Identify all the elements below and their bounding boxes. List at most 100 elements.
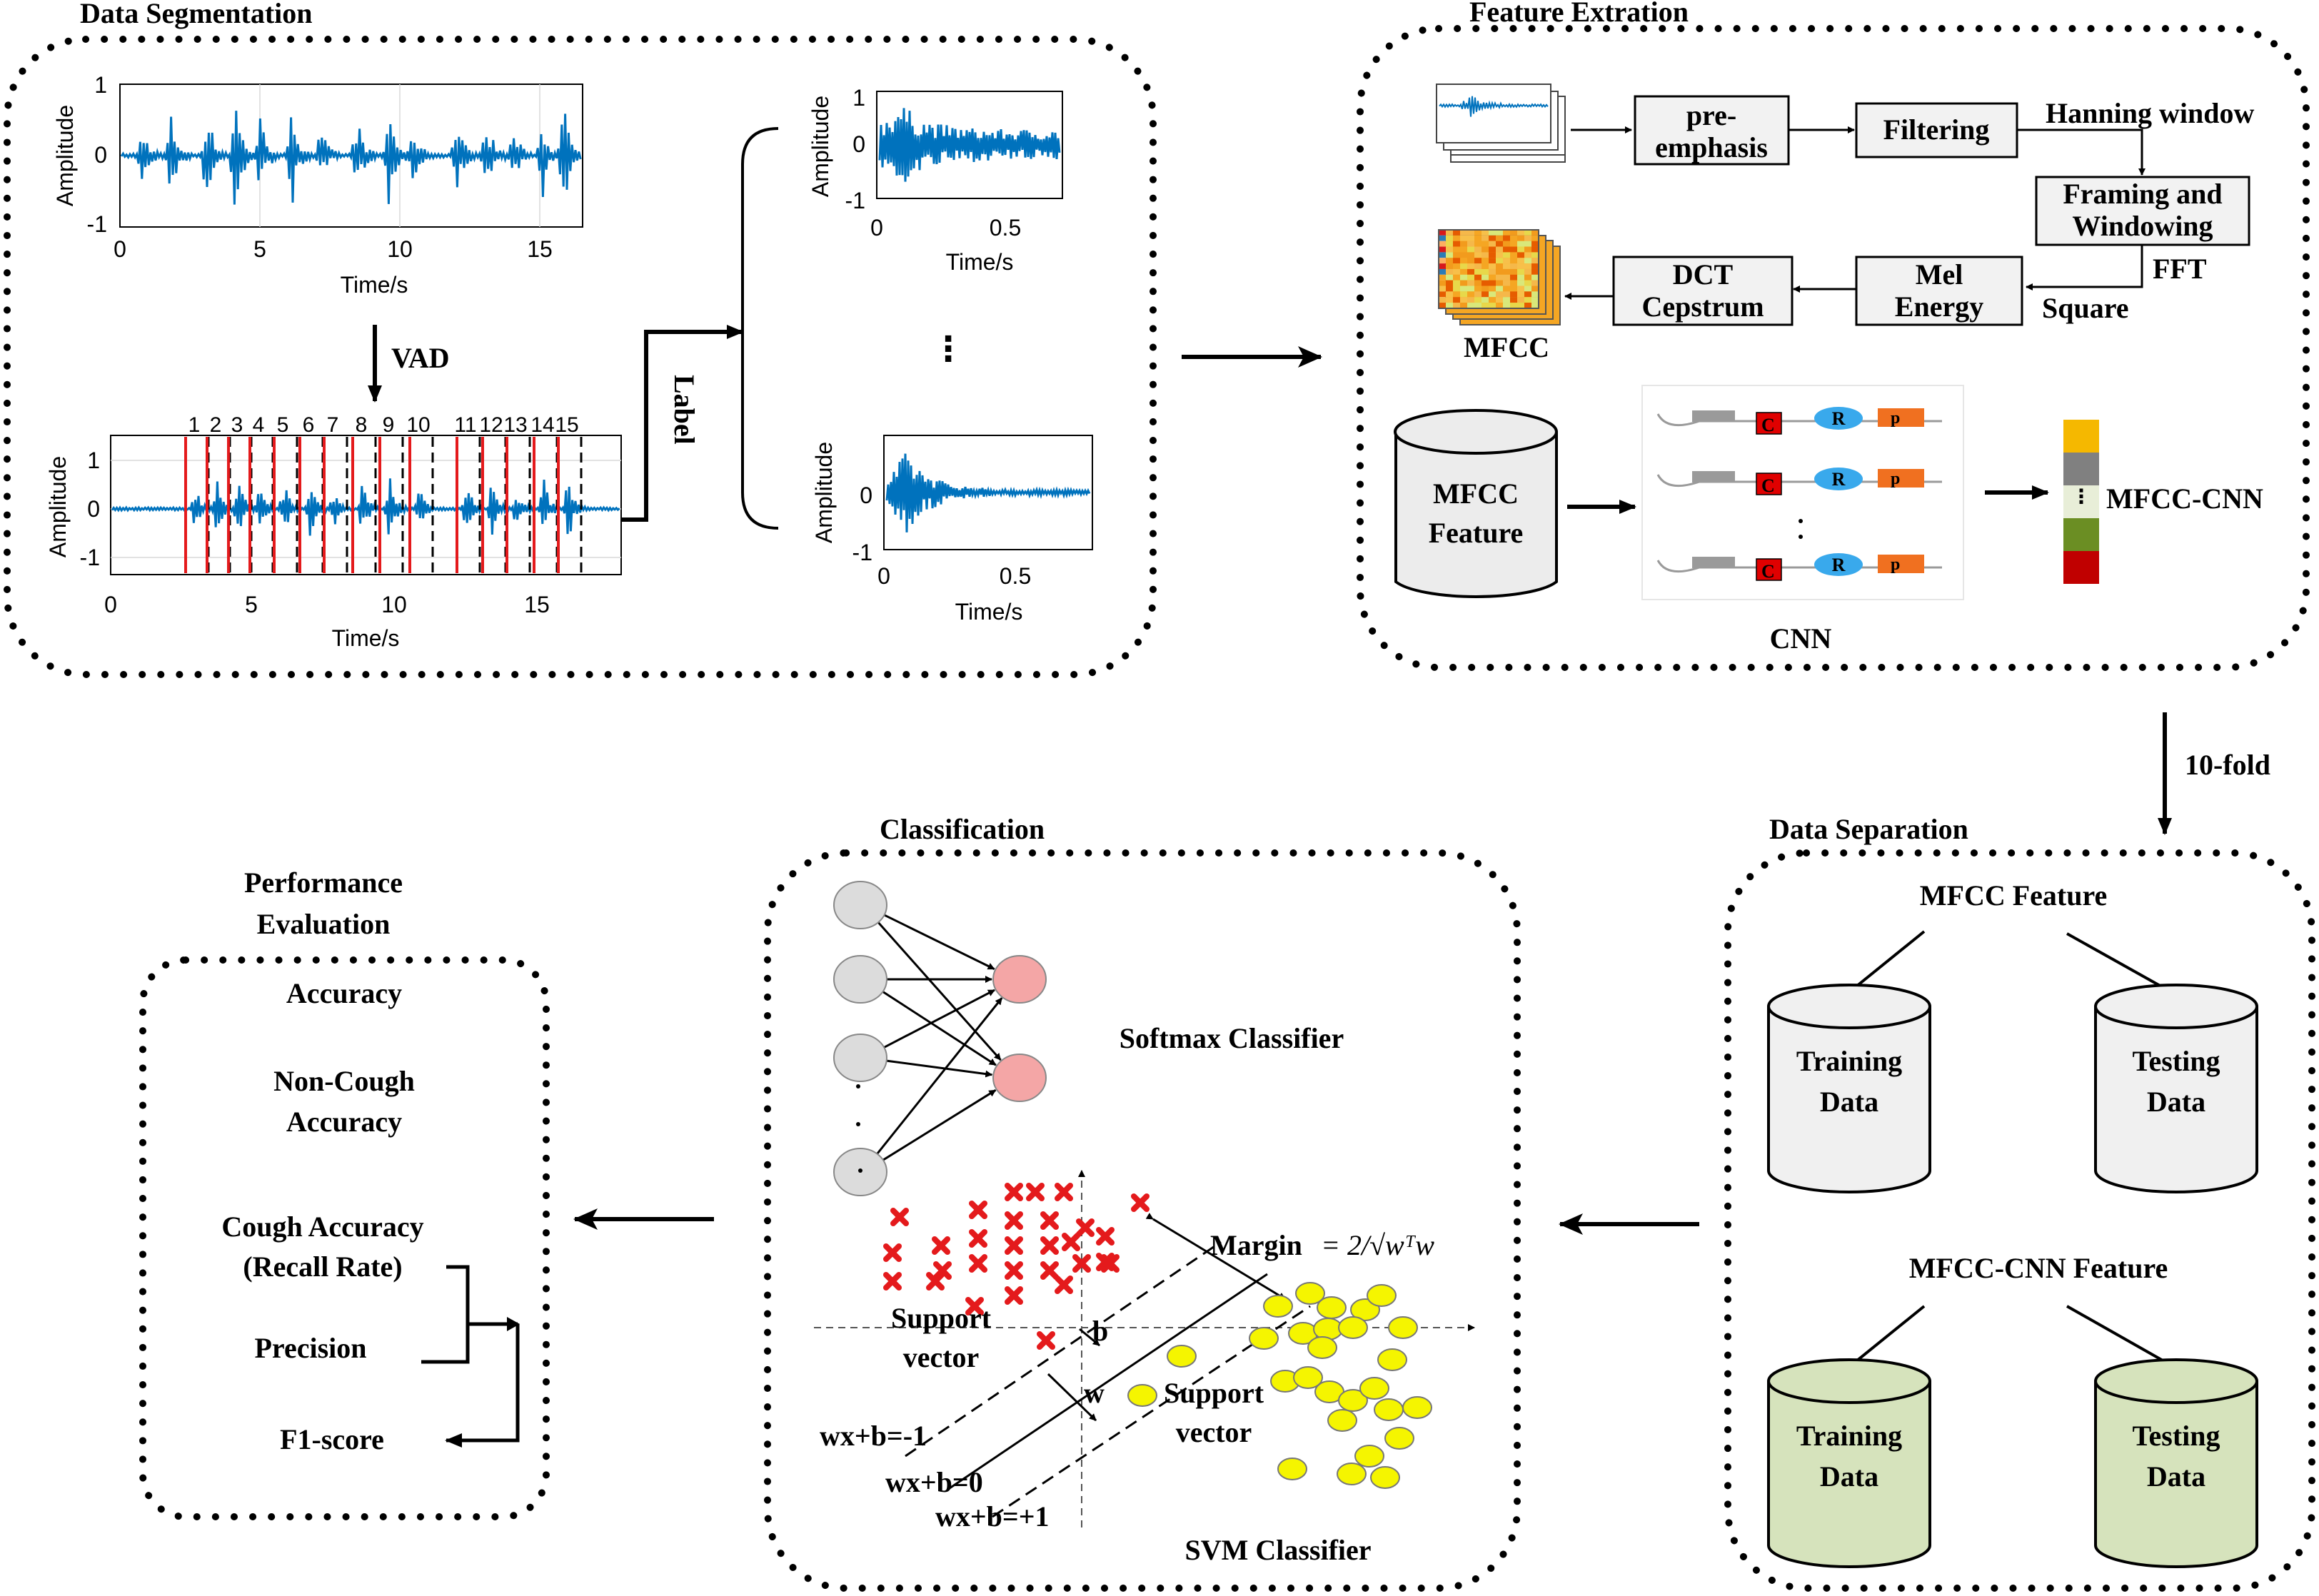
cnn-testing-label-l1: Testing: [2132, 1420, 2220, 1452]
heatmap-cell: [1510, 280, 1517, 286]
conv-block-label: C: [1761, 415, 1775, 435]
heatmap-cell: [1524, 286, 1531, 292]
raw-plot-xtick-5: 5: [253, 236, 266, 262]
heatmap-cell: [1489, 280, 1496, 286]
heatmap-cell: [1489, 241, 1496, 247]
heatmap-cell: [1439, 280, 1446, 286]
mfcc-training-cylinder: [1767, 984, 1931, 1193]
class-a-point: [1076, 1218, 1095, 1237]
heatmap-cell: [1453, 235, 1460, 241]
class-a-point: [965, 1297, 984, 1315]
sep-mfcc-feature-label: MFCC Feature: [1920, 879, 2108, 911]
svm-w-label: w: [1084, 1377, 1105, 1409]
mfcc-cnn-label: MFCC-CNN: [2106, 483, 2263, 515]
heatmap-cell: [1524, 258, 1531, 264]
raw-plot-xtick-15: 15: [527, 236, 553, 262]
feature-extraction-frame: [1357, 25, 2310, 671]
framing-label-l1: Framing and: [2063, 178, 2222, 210]
heatmap-cell: [1531, 241, 1539, 247]
class-a-point: [1037, 1331, 1055, 1350]
heatmap-cell: [1467, 230, 1474, 236]
heatmap-cell: [1531, 291, 1539, 298]
heatmap-cell: [1510, 230, 1517, 236]
heatmap-cell: [1460, 252, 1467, 258]
class-a-point: [1055, 1276, 1073, 1294]
heatmap-cell: [1482, 303, 1489, 308]
heatmap-cell: [1467, 252, 1474, 258]
heatmap-cell: [1460, 297, 1467, 303]
heatmap-cell: [1510, 258, 1517, 264]
seg-plot-xtick-15: 15: [524, 592, 550, 617]
heatmap-cell: [1439, 297, 1446, 303]
class-a-point: [1005, 1183, 1023, 1201]
heatmap-cell: [1439, 303, 1446, 308]
mfcc-feature-cylinder: [1394, 409, 1558, 598]
heatmap-cell: [1482, 291, 1489, 298]
heatmap-cell: [1474, 263, 1482, 269]
heatmap-cell: [1524, 280, 1531, 286]
mfcc-feature-label-l1: MFCC: [1433, 478, 1519, 510]
heatmap-cell: [1446, 291, 1453, 298]
heatmap-cell: [1474, 274, 1482, 281]
margin-label: Margin: [1210, 1229, 1302, 1261]
mfcc-heatmap: [1438, 229, 1561, 325]
framing-label-l2: Windowing: [2072, 210, 2213, 242]
heatmap-cell: [1503, 258, 1510, 264]
raw-plot-xtick-10: 10: [387, 236, 413, 262]
heatmap-cell: [1439, 291, 1446, 298]
segment-number: 11: [454, 413, 476, 437]
vector-ellipsis: ⋮: [2071, 485, 2091, 507]
svm-plot: [814, 1170, 1475, 1527]
class-b-point: [1359, 1377, 1389, 1400]
class-b-point: [1338, 1389, 1368, 1412]
segment-number: 5: [277, 413, 289, 437]
heatmap-cell: [1482, 263, 1489, 269]
seg-plot-ytick-0: 0: [87, 496, 100, 522]
svm-line-plus-label: wx+b=+1: [935, 1500, 1050, 1532]
segment-a-ytick-1: 1: [852, 85, 865, 111]
heatmap-cell: [1510, 297, 1517, 303]
heatmap-cell: [1453, 230, 1460, 236]
relu-block: [1814, 407, 1863, 430]
class-a-point: [1101, 1254, 1120, 1273]
heatmap-cell: [1446, 268, 1453, 275]
heatmap-cell: [1460, 274, 1467, 281]
pre-emphasis-label-l1: pre-: [1686, 99, 1736, 131]
class-b-point: [1402, 1396, 1432, 1419]
heatmap-cell: [1446, 246, 1453, 253]
seg-plot-xtick-5: 5: [245, 592, 258, 617]
class-a-point: [1005, 1211, 1023, 1230]
mfcc-training-label-l2: Data: [1820, 1086, 1878, 1118]
heatmap-cell: [1503, 252, 1510, 258]
heatmap-cell: [1474, 246, 1482, 253]
heatmap-cell: [1510, 263, 1517, 269]
heatmap-cell: [1446, 230, 1453, 236]
heatmap-cell: [1496, 280, 1503, 286]
svm-line-minus-label: wx+b=-1: [820, 1420, 927, 1452]
feature-vector-cell: [2063, 485, 2099, 518]
feature-vector-cell: [2063, 518, 2099, 551]
heatmap-cell: [1446, 286, 1453, 292]
heatmap-cell: [1467, 297, 1474, 303]
heatmap-cell: [1503, 280, 1510, 286]
heatmap-cell: [1517, 268, 1524, 275]
class-a-point: [969, 1229, 987, 1248]
segment-a-waveform: [878, 108, 1061, 182]
heatmap-cell: [1524, 230, 1531, 236]
heatmap-cell: [1531, 235, 1539, 241]
heatmap-cell: [1531, 280, 1539, 286]
heatmap-cell: [1446, 297, 1453, 303]
class-b-point: [1377, 1348, 1407, 1371]
heatmap-cell: [1482, 268, 1489, 275]
segment-number: 12: [479, 413, 503, 437]
heatmap-cell: [1503, 241, 1510, 247]
pre-emphasis-label-l2: emphasis: [1655, 131, 1768, 163]
heatmap-cell: [1453, 258, 1460, 264]
class-b-point: [1337, 1463, 1367, 1485]
heatmap-cell: [1482, 286, 1489, 292]
conv-block: [1756, 558, 1782, 581]
class-b-point: [1277, 1458, 1307, 1480]
heatmap-cell: [1510, 252, 1517, 258]
class-b-point: [1367, 1284, 1397, 1307]
